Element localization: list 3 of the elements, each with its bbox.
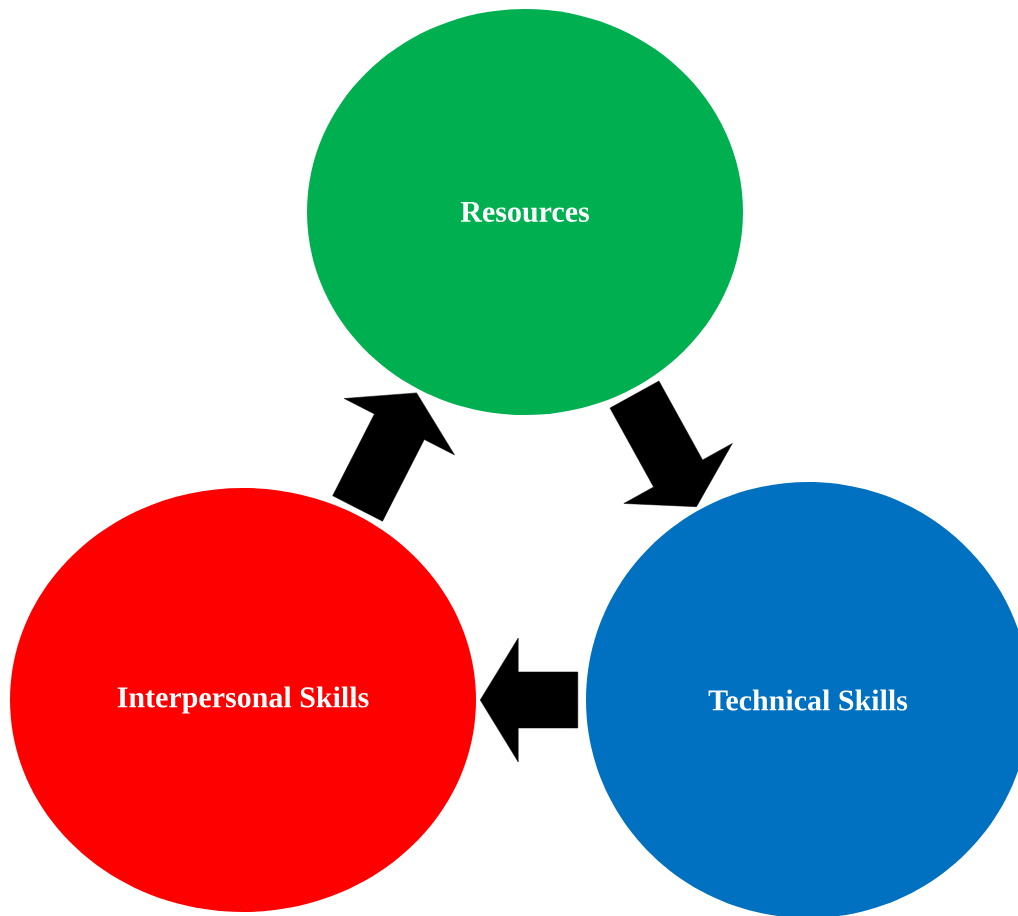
block-arrow — [479, 637, 579, 763]
block-arrow — [609, 380, 733, 507]
block-arrow — [332, 392, 455, 522]
